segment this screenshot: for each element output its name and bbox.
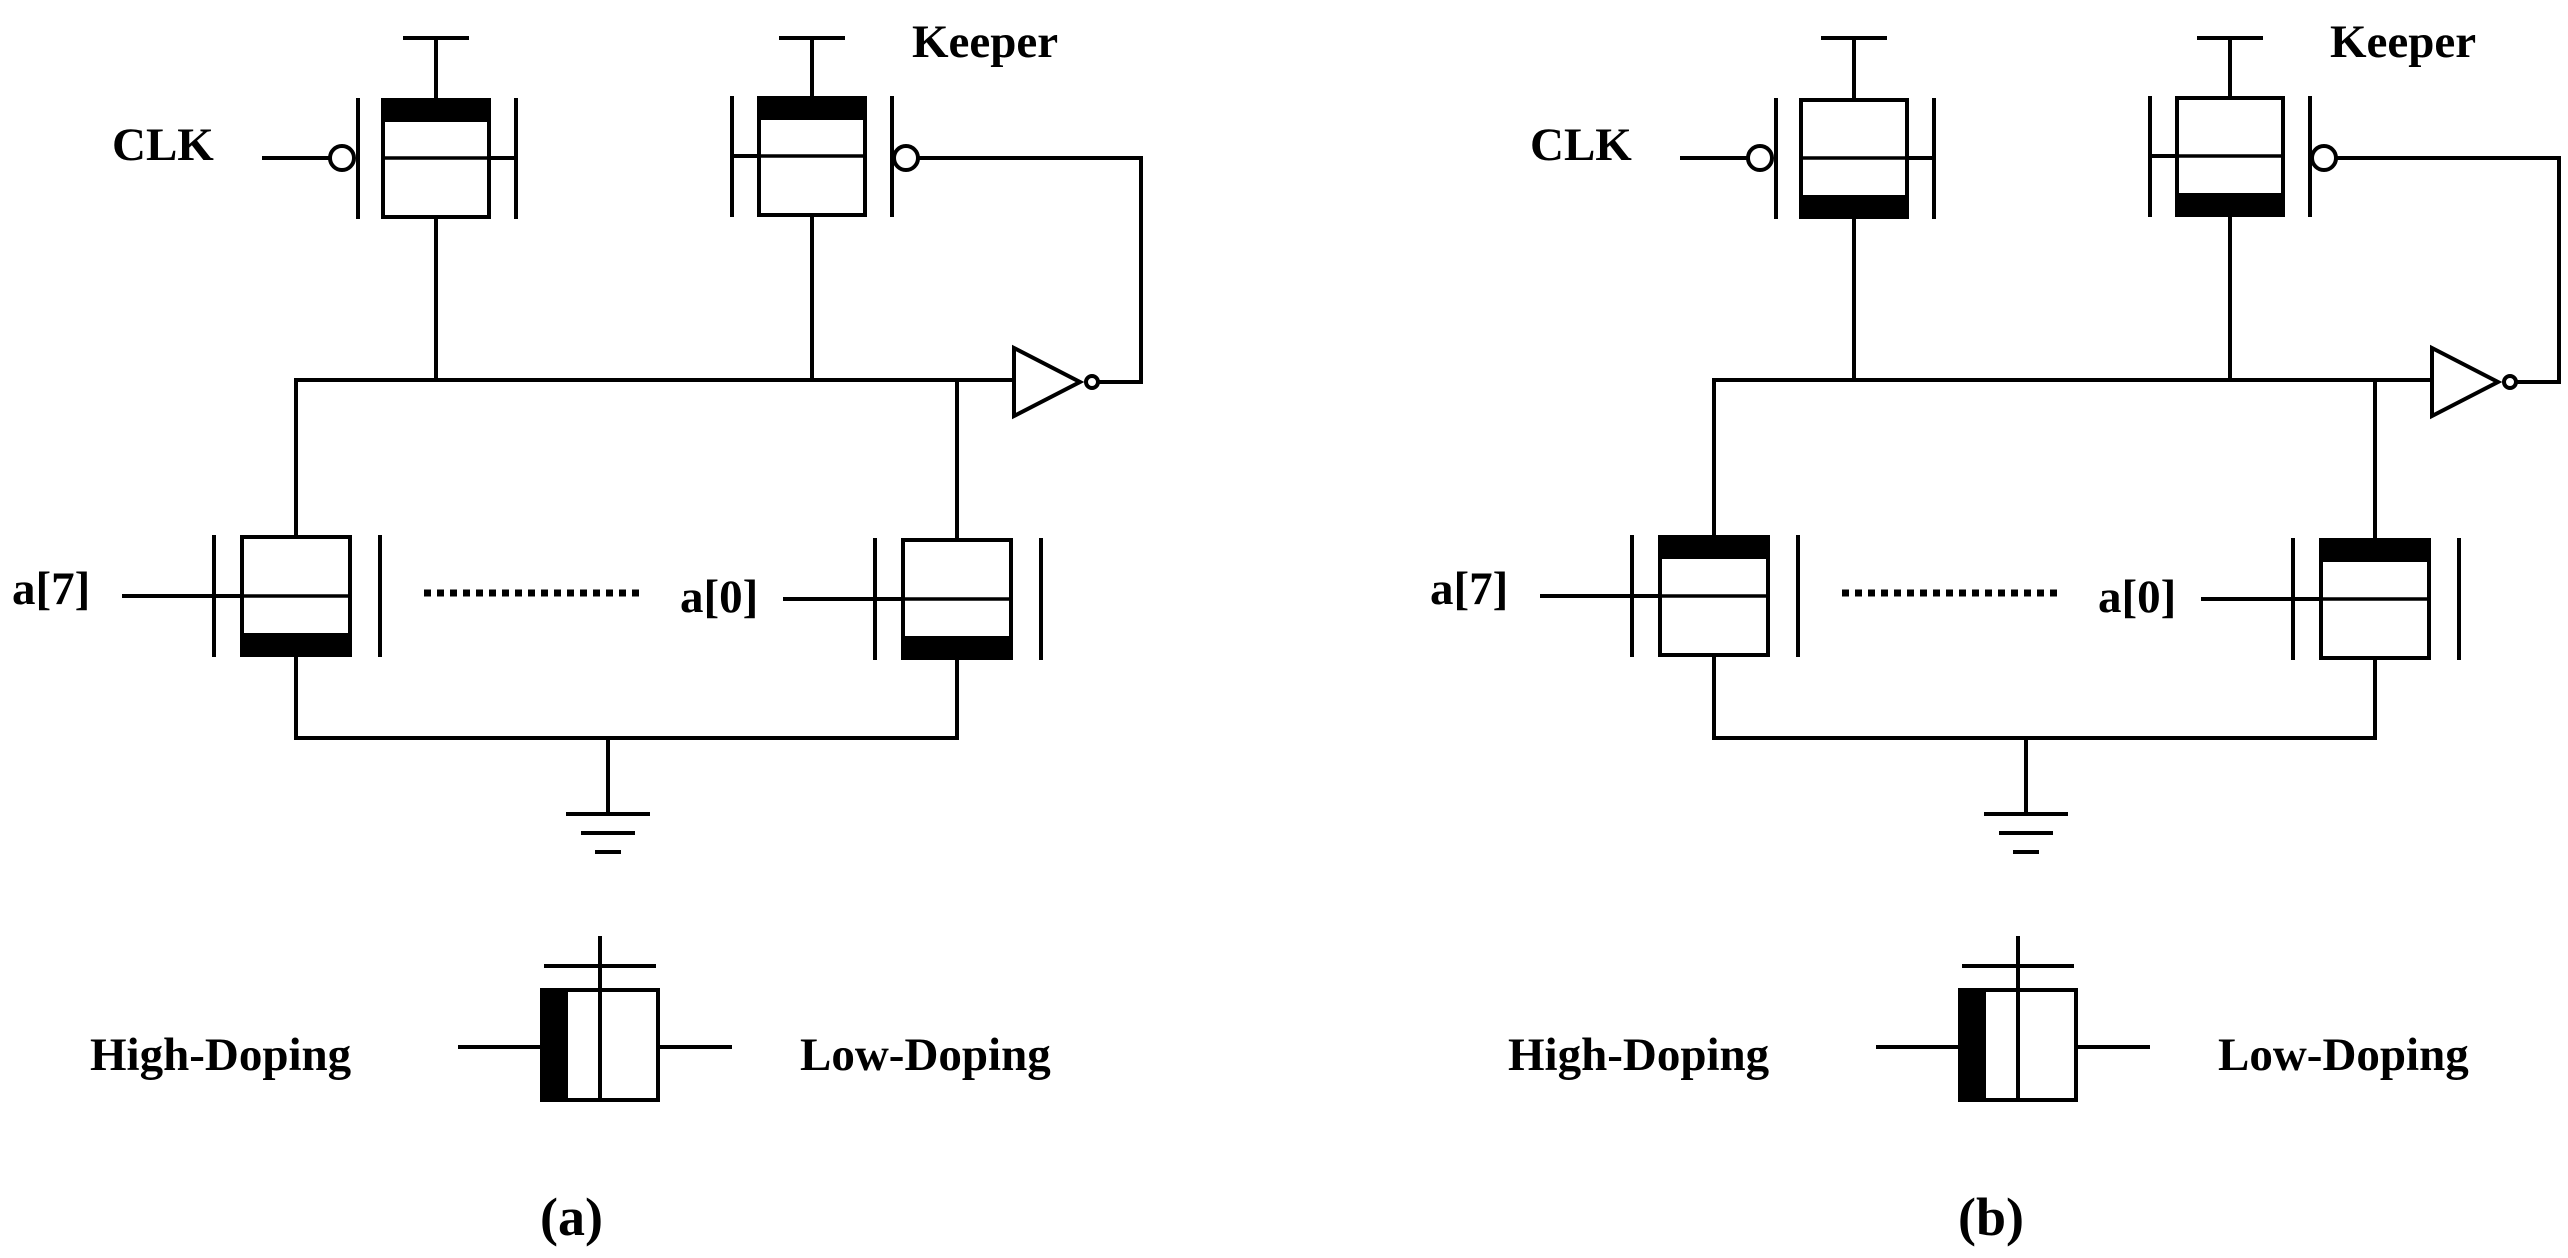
keeper-pmos-transistor [2148,36,2561,382]
pull-down-network [122,378,1043,854]
pull-down-network [1540,378,2461,854]
high-doping-bar [2177,193,2283,215]
input-label-a0: a[0] [680,571,758,623]
panel-b: CLK Keeper a[7] a[0] High-Doping Low-Dop… [1430,16,2561,1247]
high-doping-bar [1801,195,1907,217]
high-doping-bar [383,100,489,122]
clk-label: CLK [112,119,214,171]
inverter-triangle [2430,344,2503,420]
gate-inversion-bubble [328,144,356,172]
doping-legend [458,936,732,1102]
clk-label: CLK [1530,119,1632,171]
high-doping-label: High-Doping [1508,1029,1770,1081]
high-doping-bar [242,633,350,655]
panel-a: CLK Keeper a[7] a[0] High-Doping Low-Dop… [12,16,1143,1247]
inverter-triangle [1012,344,1085,420]
doping-legend [1876,936,2150,1102]
high-doping-bar [759,98,865,120]
dynamic-node [294,156,1143,420]
high-doping-label: High-Doping [90,1029,352,1081]
nmos-transistor-a7 [122,535,382,657]
keeper-label: Keeper [912,16,1058,68]
high-doping-bar [542,990,568,1100]
panel-caption: (b) [1958,1187,2024,1247]
high-doping-bar [903,636,1011,658]
high-doping-bar [2321,540,2429,562]
low-doping-label: Low-Doping [2218,1029,2469,1081]
keeper-label: Keeper [2330,16,2476,68]
clk-pmos-transistor [1680,36,1936,382]
dynamic-node [1712,156,2561,420]
ground-symbol [1984,812,2068,854]
nmos-transistor-a0 [783,538,1043,660]
panel-caption: (a) [540,1187,603,1247]
gate-inversion-bubble [892,144,920,172]
ground-symbol [566,812,650,854]
input-label-a7: a[7] [1430,563,1508,615]
gate-inversion-bubble [1746,144,1774,172]
nmos-transistor-a7 [1540,535,1800,657]
nmos-transistor-a0 [2201,538,2461,660]
keeper-pmos-transistor [730,36,1143,382]
input-label-a7: a[7] [12,563,90,615]
input-label-a0: a[0] [2098,571,2176,623]
clk-pmos-transistor [262,36,518,382]
high-doping-bar [1960,990,1986,1100]
high-doping-bar [1660,537,1768,559]
low-doping-label: Low-Doping [800,1029,1051,1081]
gate-inversion-bubble [2310,144,2338,172]
